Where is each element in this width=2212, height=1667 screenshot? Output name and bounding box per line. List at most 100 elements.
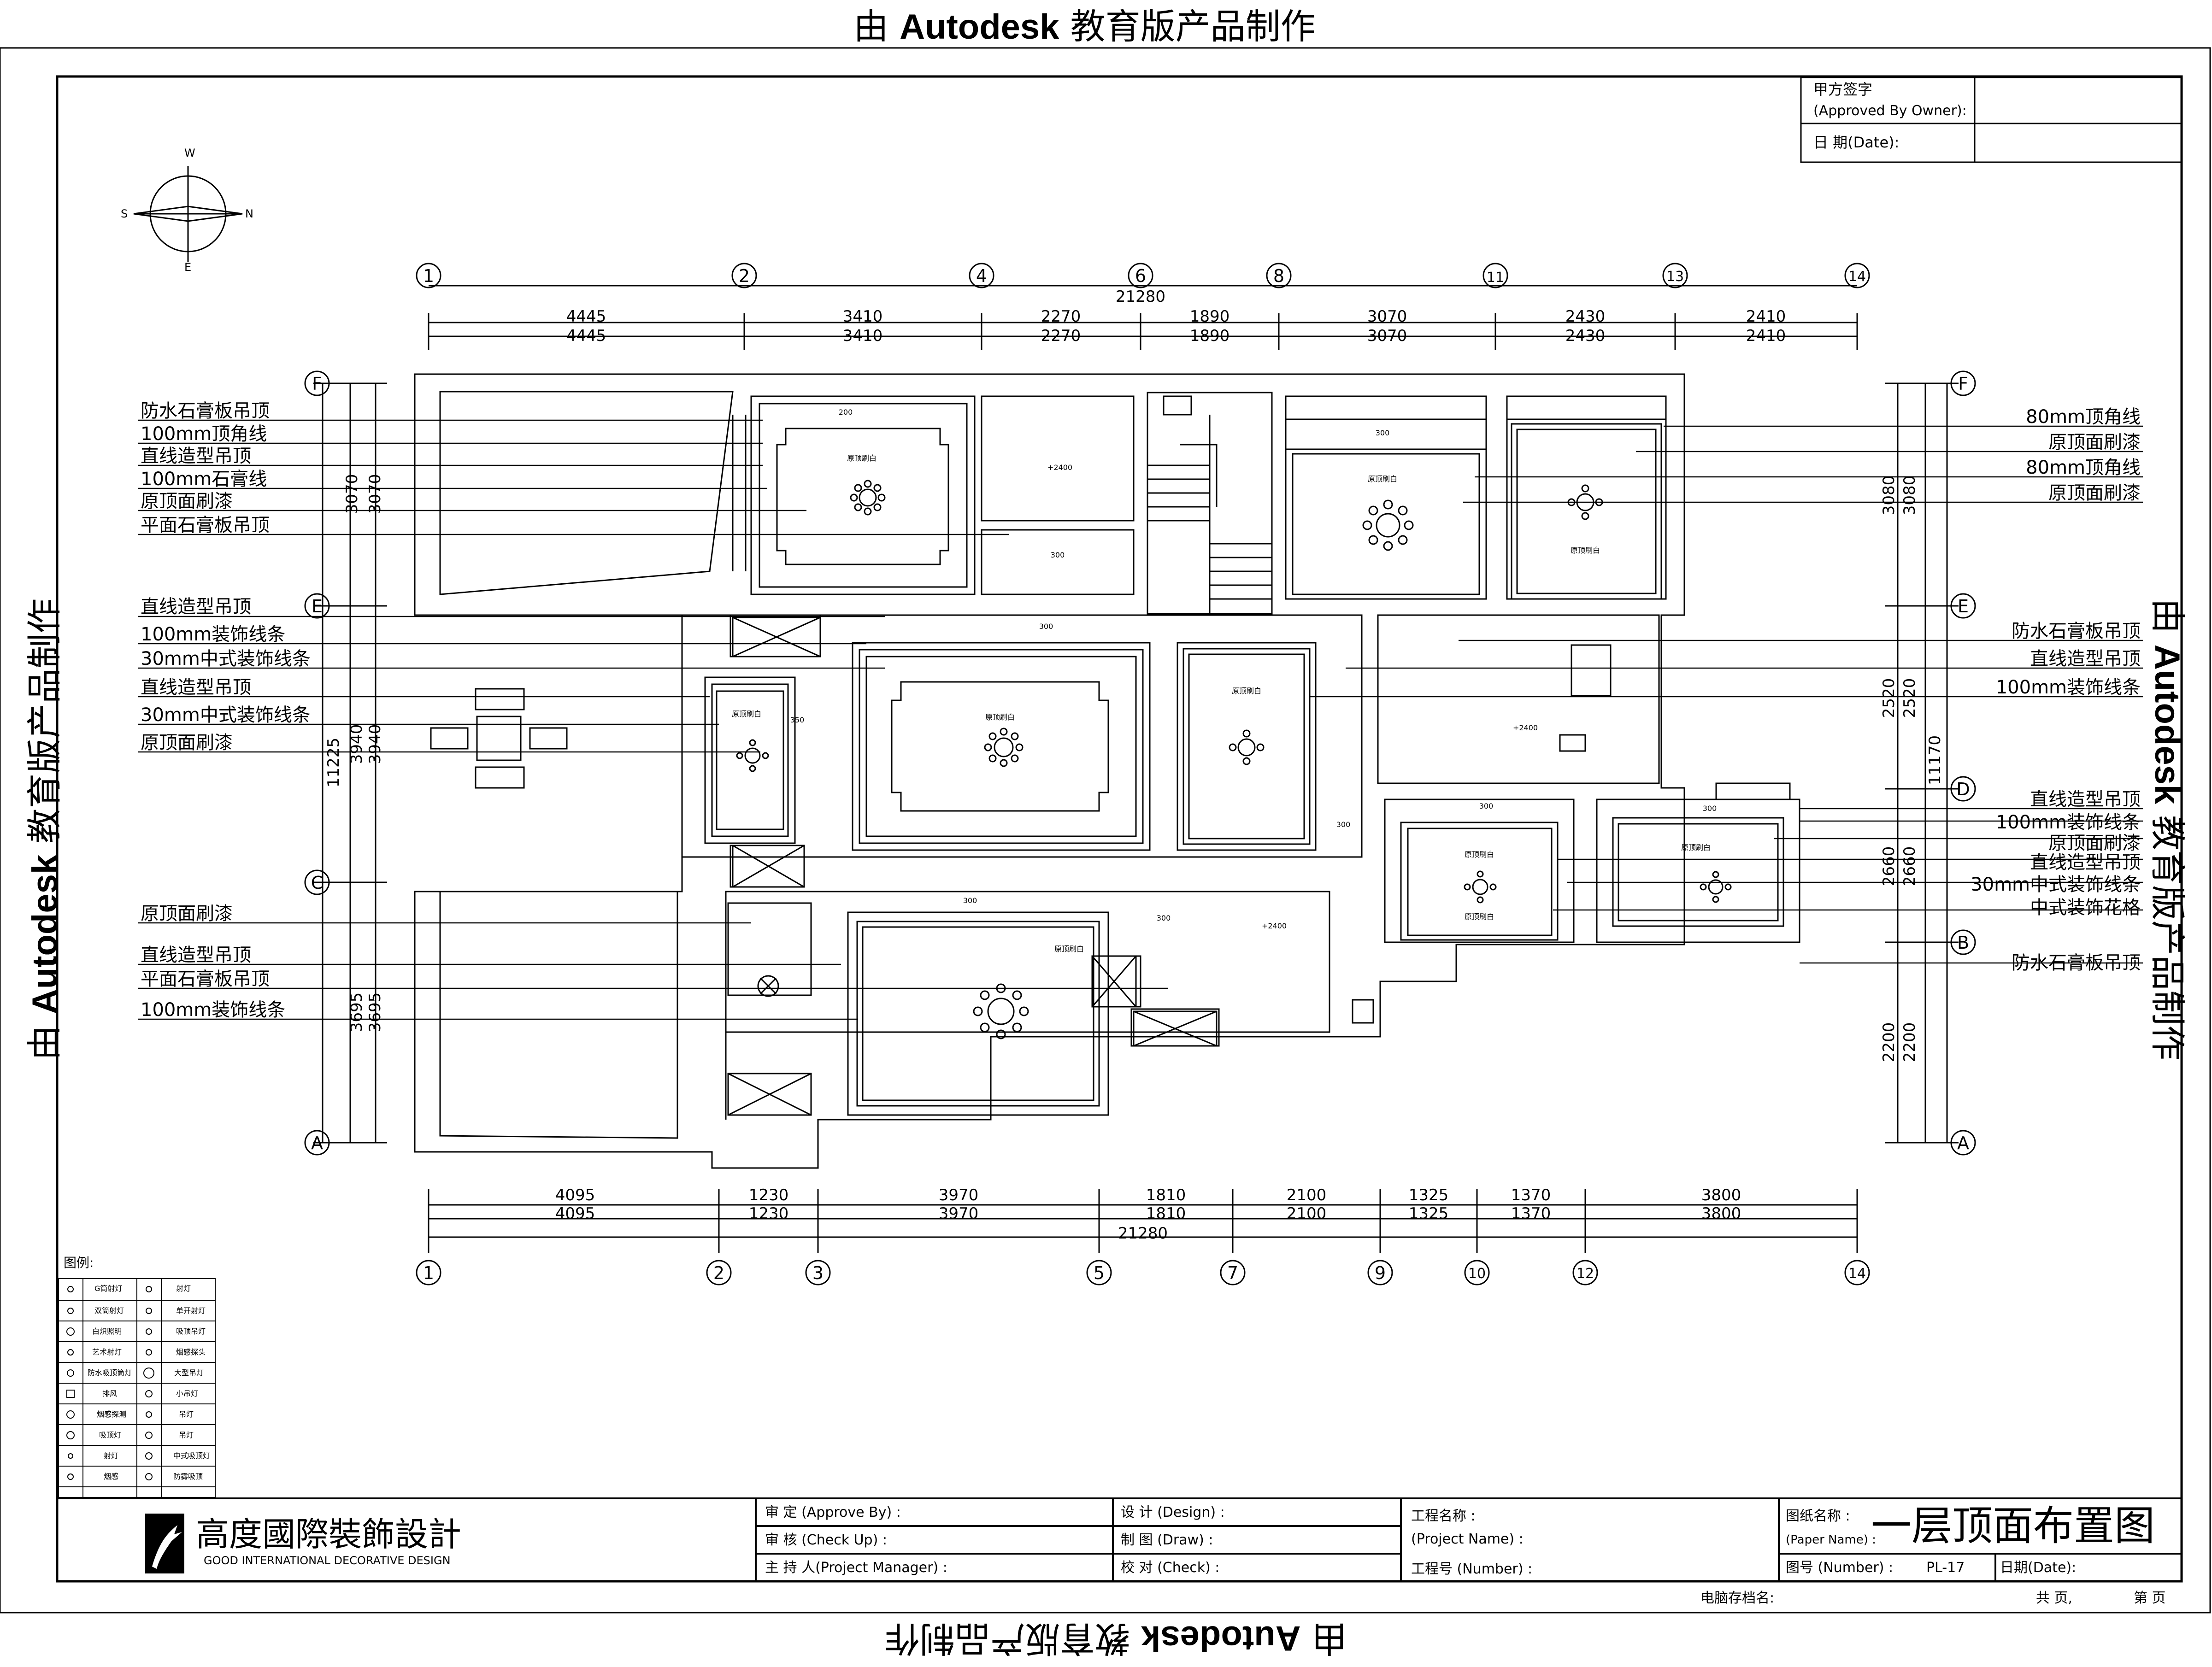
legend-8-b: 中式吸顶灯	[173, 1451, 210, 1460]
bottom-dim-1: 4095	[555, 1186, 595, 1204]
watermark-brand: Autodesk	[2147, 644, 2187, 804]
plan-label-paint-10: 原顶刷白	[1054, 945, 1084, 953]
bottom-dim-1b: 4095	[555, 1204, 595, 1223]
legend-6-b: 吊灯	[179, 1410, 194, 1419]
plan-label-paint-9: 原顶刷白	[1681, 843, 1711, 852]
company-name-cn: 高度國際裝飾設計	[196, 1515, 461, 1554]
legend-entries: G筒射灯 射灯 双筒射灯 单开射灯 白炽照明 吸顶吊灯 艺术射灯 烟感探头 防水…	[88, 1284, 210, 1481]
left-dim-1: 3070	[343, 474, 361, 514]
stair	[1147, 392, 1273, 615]
note-left-10: 直线造型吊顶	[141, 677, 251, 698]
top-dim-4b: 1890	[1190, 327, 1230, 345]
axis-bottom-5: 5	[1094, 1263, 1105, 1283]
room-ceiling-e	[1384, 782, 1800, 943]
room-ceiling-c	[1285, 395, 1667, 600]
left-dimension-texts: 3070 3070 3940 3940 3695 3695 11225	[324, 474, 384, 1033]
plan-label-paint-5: 原顶刷白	[985, 713, 1015, 722]
plan-label-300-3: 300	[1039, 622, 1053, 631]
left-dim-total: 11225	[324, 738, 343, 787]
note-left-8: 100mm装饰线条	[141, 624, 285, 645]
proofread-label: 校 对 (Check) :	[1121, 1560, 1219, 1576]
legend-0-a: G筒射灯	[94, 1284, 122, 1293]
plan-label-paint-8: 原顶刷白	[1465, 912, 1494, 921]
legend-1-a: 双筒射灯	[94, 1306, 124, 1315]
legend-9-a: 烟感	[104, 1472, 118, 1481]
plan-label-350: 350	[790, 716, 805, 724]
plan-label-300-5: 300	[1479, 802, 1494, 810]
bottom-dim-4b: 1810	[1146, 1204, 1186, 1223]
note-right-4: 原顶面刷漆	[2048, 482, 2141, 504]
compass-s: S	[121, 207, 128, 220]
plan-label-300-4: 300	[1336, 820, 1351, 829]
archive-label: 电脑存档名:	[1700, 1590, 1774, 1606]
note-right-13: 中式装饰花格	[2030, 897, 2141, 918]
legend-table	[58, 1278, 216, 1498]
plan-label-paint-6: 原顶刷白	[1232, 687, 1261, 695]
top-dim-1b: 4445	[566, 327, 606, 345]
right-dim-1b: 3080	[1900, 475, 1919, 516]
right-dim-2b: 2520	[1900, 678, 1919, 718]
note-left-4: 100mm石膏线	[141, 469, 267, 490]
axis-top-14: 14	[1848, 269, 1866, 285]
right-dim-4: 2200	[1880, 1022, 1898, 1062]
note-left-5: 原顶面刷漆	[141, 491, 233, 512]
legend-1-b: 单开射灯	[176, 1306, 206, 1315]
legend-7-a: 吸顶灯	[99, 1431, 121, 1439]
design-label: 设 计 (Design) :	[1121, 1504, 1225, 1520]
note-left-16: 100mm装饰线条	[141, 999, 285, 1021]
note-right-10: 原顶面刷漆	[2048, 833, 2141, 854]
axis-bottom-10: 10	[1468, 1266, 1486, 1282]
plan-label-paint-1: 原顶刷白	[847, 454, 877, 463]
company-logo-icon	[145, 1514, 184, 1573]
owner-date-label: 日 期(Date):	[1813, 134, 1899, 151]
left-dim-3: 3695	[347, 992, 366, 1033]
paper-name-label-en: (Paper Name) :	[1786, 1533, 1876, 1547]
left-axis-bubbles: F E C A	[304, 370, 330, 1156]
chandelier-icons	[736, 480, 1732, 1039]
axis-bottom-14: 14	[1848, 1266, 1866, 1282]
watermark-bottom: 由 Autodesk 教育版产品制作	[885, 1616, 1347, 1667]
right-dim-1: 3080	[1880, 475, 1898, 516]
note-left-9: 30mm中式装饰线条	[141, 648, 311, 669]
approve-label: 审 定 (Approve By) :	[765, 1504, 901, 1520]
project-name-label-en: (Project Name) :	[1411, 1531, 1524, 1547]
paper-name-label: 图纸名称 :	[1786, 1508, 1850, 1524]
watermark-prefix: 由	[24, 1014, 65, 1061]
left-dim-1b: 3070	[366, 474, 384, 514]
title-date-label: 日期(Date):	[2000, 1560, 2076, 1576]
legend-6-a: 烟感探测	[97, 1410, 126, 1419]
axis-top-2: 2	[739, 266, 750, 286]
legend-symbol-icons	[66, 1286, 154, 1480]
watermark-brand: Autodesk	[900, 7, 1059, 47]
axis-top-6: 6	[1135, 266, 1146, 286]
project-number-label: 工程号 (Number) :	[1411, 1561, 1532, 1577]
note-right-8: 直线造型吊顶	[2030, 789, 2141, 810]
top-dim-2: 3410	[843, 307, 883, 326]
compass-e: E	[184, 261, 191, 274]
room-ceiling-a	[750, 395, 976, 595]
left-dim-2: 3940	[347, 724, 366, 764]
room-ceiling-b	[981, 395, 1135, 595]
legend-3-b: 烟感探头	[176, 1348, 206, 1356]
legend-4-a: 防水吸顶筒灯	[88, 1368, 132, 1377]
plan-label-300-7: 300	[963, 896, 977, 905]
axis-top-8: 8	[1273, 266, 1284, 286]
note-left-3: 直线造型吊顶	[141, 446, 251, 467]
compass-w: W	[184, 147, 195, 159]
legend-7-b: 吊灯	[179, 1431, 194, 1439]
axis-top-4: 4	[976, 266, 987, 286]
axis-bottom-3: 3	[812, 1263, 824, 1283]
number-value: PL-17	[1926, 1560, 1965, 1576]
note-right-2: 原顶面刷漆	[2048, 432, 2141, 453]
number-label: 图号 (Number) :	[1786, 1560, 1893, 1576]
legend-4-b: 大型吊灯	[174, 1368, 204, 1377]
bottom-dim-6: 1325	[1409, 1186, 1449, 1204]
watermark-prefix: 由	[2147, 598, 2188, 645]
legend-5-a: 排风	[102, 1389, 117, 1398]
axis-right-f: F	[1958, 374, 1968, 394]
draw-label: 制 图 (Draw) :	[1121, 1532, 1213, 1548]
note-left-12: 原顶面刷漆	[141, 732, 233, 753]
plan-small-labels: 200 原顶刷白 +2400 300 300 原顶刷白 原顶刷白 300 350…	[732, 408, 1717, 953]
